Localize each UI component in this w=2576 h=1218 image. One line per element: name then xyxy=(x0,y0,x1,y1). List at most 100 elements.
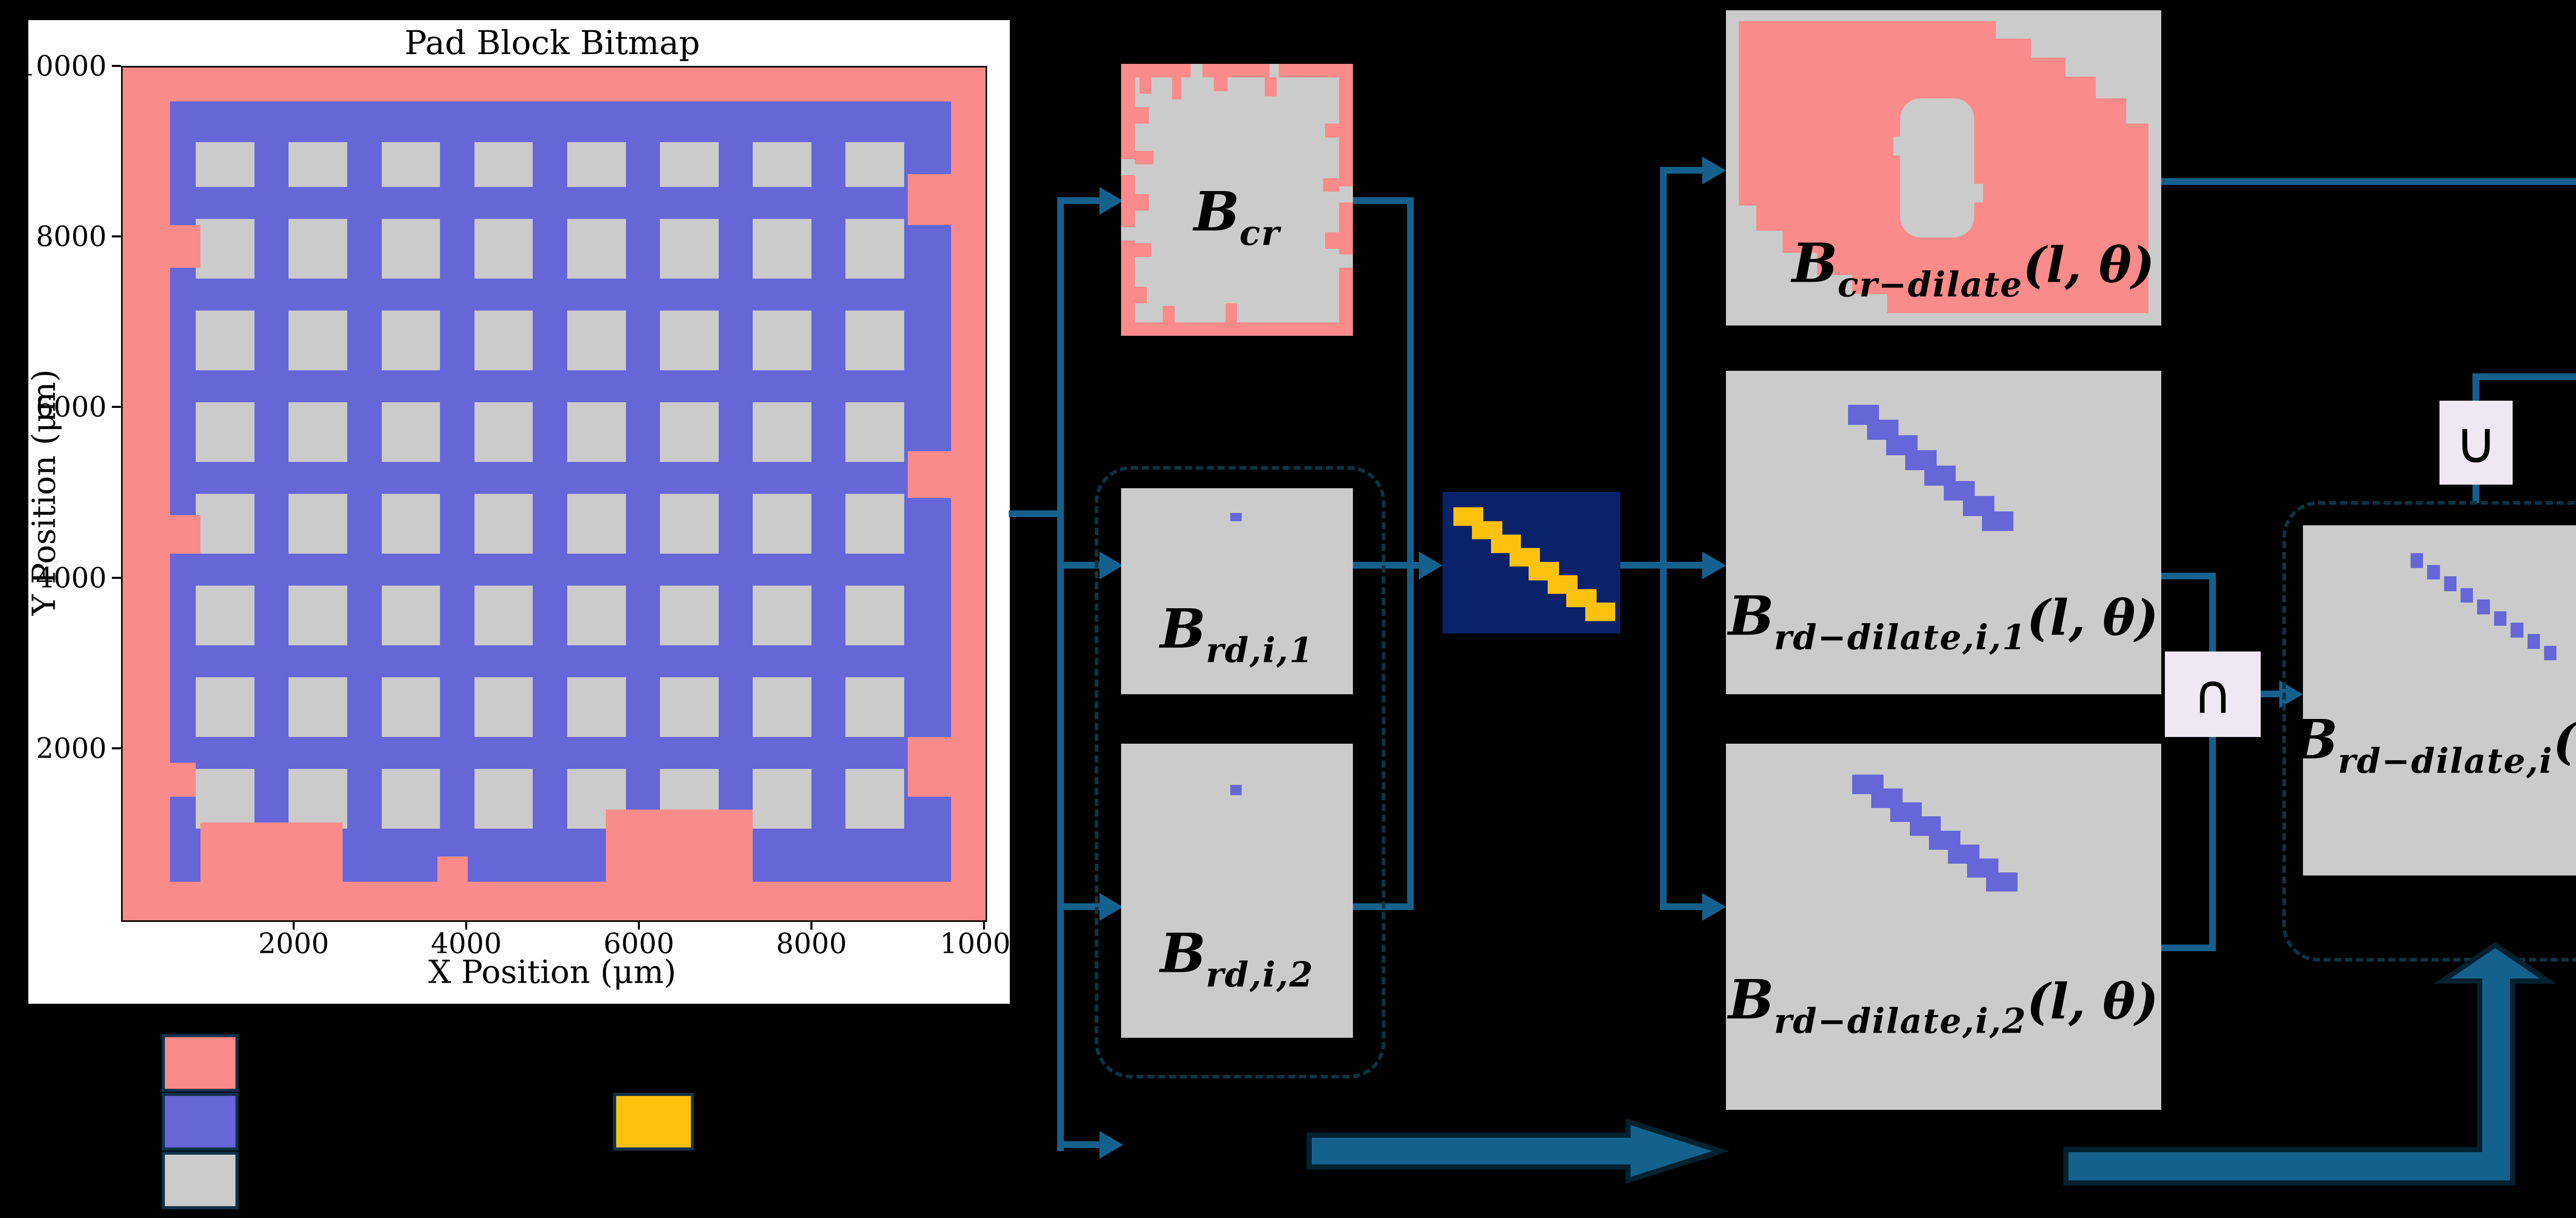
bcr-notch xyxy=(1172,77,1181,99)
intersected-line-dot xyxy=(2544,645,2557,661)
legend-swatch-pad-block xyxy=(162,1093,239,1151)
bcr-label: Bcr xyxy=(1194,179,1280,253)
kernel-line-step xyxy=(1585,603,1616,621)
wire-brdd1-out xyxy=(2161,573,2213,579)
pad-cell xyxy=(196,586,255,645)
rd-input-group xyxy=(1095,466,1385,1078)
arrowhead-to-brdd1 xyxy=(1702,552,1726,579)
wire-split-vertical xyxy=(1660,167,1667,910)
y-tick-mark xyxy=(112,65,121,67)
pad-cell xyxy=(289,142,348,187)
pad-cell xyxy=(289,677,348,737)
bcr-notch xyxy=(1135,286,1147,303)
pad-cell xyxy=(845,494,904,554)
pad-cell xyxy=(752,310,811,370)
pad-cell xyxy=(289,402,348,462)
wire-branch-brd1 xyxy=(1064,562,1103,569)
pad-cell xyxy=(381,310,440,370)
arrowhead-to-brd2 xyxy=(1099,893,1123,921)
pad-cell xyxy=(845,677,904,737)
chip-edge-notch xyxy=(908,174,951,226)
bcrd-corner-step xyxy=(2126,10,2161,124)
pad-cell xyxy=(474,142,533,187)
pad-cell xyxy=(659,677,719,737)
pad-cell xyxy=(752,769,811,829)
arrowhead-to-kernel xyxy=(1419,552,1443,579)
brd2-label: Brd,i,2 xyxy=(1160,921,1314,995)
bcr-edge-break xyxy=(1121,159,1135,176)
bcr-notch xyxy=(1140,77,1151,94)
pad-cell xyxy=(845,218,904,279)
intersected-line-dot xyxy=(2444,576,2457,591)
pad-cell xyxy=(752,218,811,279)
y-tick-label: 8000 xyxy=(36,220,107,253)
pad-cell xyxy=(196,310,255,370)
x-tick-label: 2000 xyxy=(258,927,329,960)
intersected-line-dot xyxy=(2410,553,2424,568)
arrowhead-to-bcrd xyxy=(1702,157,1726,184)
pad-cell xyxy=(659,218,719,279)
dilated-line-step xyxy=(1981,511,2013,531)
x-tick-label: 8000 xyxy=(776,927,847,960)
pad-cell xyxy=(659,494,719,554)
wire-bcrd-out xyxy=(2161,178,2576,185)
pad-cell xyxy=(659,586,719,645)
wire-branch-bottom xyxy=(1064,1141,1103,1148)
pad-cell xyxy=(474,677,533,737)
legend-swatch-kernel xyxy=(613,1093,694,1151)
bcr-edge-break xyxy=(1191,64,1202,78)
pad-cell xyxy=(289,310,348,370)
rd-dilate-group xyxy=(2282,501,2576,962)
pad-cell xyxy=(567,494,626,554)
pad-cell xyxy=(752,402,811,462)
pad-cell xyxy=(381,218,440,279)
y-tick-mark xyxy=(112,235,121,238)
pad-cell xyxy=(567,677,626,737)
pad-cell xyxy=(659,310,719,370)
pad-cell xyxy=(845,142,904,187)
bcr-notch xyxy=(1163,305,1175,322)
intersected-line-dot xyxy=(2477,599,2490,614)
dilated-line-step xyxy=(1986,872,2018,892)
wire-branch-bcr xyxy=(1064,197,1103,204)
bcrd-hole-notch xyxy=(1893,136,1911,156)
intersection-icon: ∩ xyxy=(2193,663,2233,726)
pad-cell xyxy=(845,310,904,370)
intersected-line-dot xyxy=(2511,623,2523,638)
pad-cell xyxy=(845,402,904,462)
plot-title: Pad Block Bitmap xyxy=(404,24,700,62)
line-kernel-bitmap xyxy=(1443,492,1620,633)
pad-cell xyxy=(196,402,255,462)
bcr-notch xyxy=(1135,243,1151,257)
pad-cell xyxy=(196,769,255,829)
union-operator-1: ∪ xyxy=(2439,401,2513,485)
intersected-line-dot xyxy=(2527,634,2540,649)
pad-cell xyxy=(659,402,719,462)
y-tick-mark xyxy=(112,406,121,408)
pad-cell xyxy=(474,218,533,279)
pad-cell xyxy=(289,494,348,554)
pad-cell xyxy=(567,142,626,187)
x-tick-label: 4000 xyxy=(431,927,502,960)
wire-branch-brd2 xyxy=(1064,903,1103,910)
wire-split-top xyxy=(1667,167,1704,174)
wire-trunk xyxy=(1057,197,1064,1151)
bcr-notch xyxy=(1325,124,1339,138)
wire-union1-to-union2 xyxy=(2472,373,2576,380)
wire-bcr-out xyxy=(1353,197,1414,204)
pad-cell xyxy=(381,494,440,554)
x-tick-mark xyxy=(638,920,640,930)
pad-cell xyxy=(196,677,255,737)
wire-bus xyxy=(1407,197,1414,910)
wire-brd2-out xyxy=(1353,903,1407,910)
y-tick-mark xyxy=(112,576,121,579)
legend-swatch-pad xyxy=(162,1152,239,1209)
pad-cell xyxy=(289,218,348,279)
chip-edge-notch xyxy=(170,515,200,554)
bcr-notch xyxy=(1323,178,1339,192)
arrowhead-to-brd1 xyxy=(1099,552,1123,579)
bcr-notch xyxy=(1225,303,1237,322)
brdd2-label: Brd−dilate,i,2(l, θ) xyxy=(1728,967,2159,1041)
union-icon: ∪ xyxy=(2455,409,2497,476)
pad-cell xyxy=(196,218,255,279)
